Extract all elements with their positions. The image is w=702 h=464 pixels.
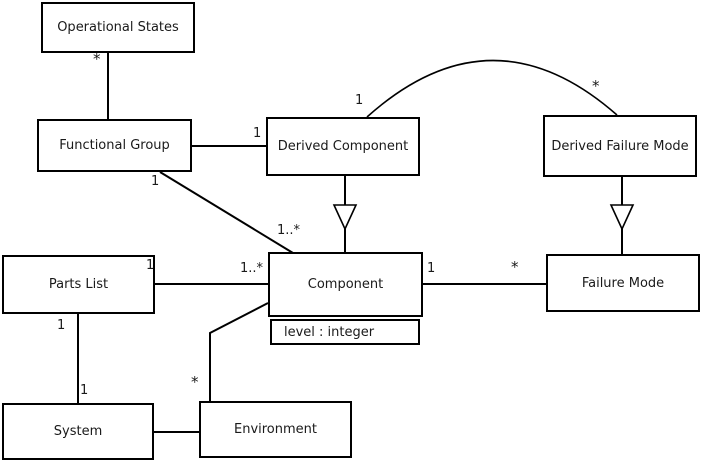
class-environment: Environment bbox=[199, 401, 352, 458]
class-label: Functional Group bbox=[59, 138, 170, 153]
class-component: Component bbox=[268, 252, 423, 317]
class-label: Operational States bbox=[57, 20, 179, 35]
multiplicity-parts-list-component-src: 1 bbox=[146, 258, 155, 273]
class-derived-failure-mode: Derived Failure Mode bbox=[543, 115, 697, 177]
multiplicity-parts-list-component-dst: 1..* bbox=[240, 261, 264, 276]
generalization-triangle-icon bbox=[332, 204, 358, 231]
multiplicity-operational-states: * bbox=[93, 50, 101, 68]
multiplicity-functional-group-component-src: 1 bbox=[151, 174, 160, 189]
edge-functional-group-component bbox=[159, 171, 294, 254]
class-label: Derived Component bbox=[277, 139, 409, 154]
class-label: System bbox=[53, 424, 103, 439]
generalization-triangle-icon bbox=[609, 204, 635, 231]
class-failure-mode: Failure Mode bbox=[546, 254, 700, 312]
class-label: Environment bbox=[233, 422, 317, 437]
class-parts-list: Parts List bbox=[2, 255, 155, 314]
multiplicity-environment-component: * bbox=[191, 373, 199, 391]
class-label: Derived Failure Mode bbox=[551, 138, 689, 154]
class-operational-states: Operational States bbox=[41, 2, 195, 53]
class-functional-group: Functional Group bbox=[37, 119, 192, 172]
class-component-attributes: level : integer bbox=[270, 319, 420, 345]
class-system: System bbox=[2, 403, 154, 460]
attribute-label: level : integer bbox=[284, 324, 375, 340]
class-label: Parts List bbox=[48, 277, 109, 292]
edge-arc-derived-component-derived-failure-mode bbox=[366, 59, 618, 118]
class-derived-component: Derived Component bbox=[266, 117, 420, 176]
edge-environment-component bbox=[209, 302, 269, 401]
multiplicity-derived-component-assoc: 1 bbox=[253, 126, 262, 141]
multiplicity-component-failure-mode-dst: * bbox=[511, 258, 519, 276]
multiplicity-parts-list-system-src: 1 bbox=[57, 318, 66, 333]
multiplicity-functional-group-component-dst: 1..* bbox=[277, 223, 301, 238]
multiplicity-parts-list-system-dst: 1 bbox=[80, 383, 89, 398]
multiplicity-component-failure-mode-src: 1 bbox=[427, 261, 436, 276]
multiplicity-arc-derived-component-end: 1 bbox=[355, 93, 364, 108]
class-label: Failure Mode bbox=[581, 275, 665, 291]
multiplicity-arc-derived-failure-mode-end: * bbox=[592, 77, 600, 95]
class-label: Component bbox=[307, 277, 384, 292]
